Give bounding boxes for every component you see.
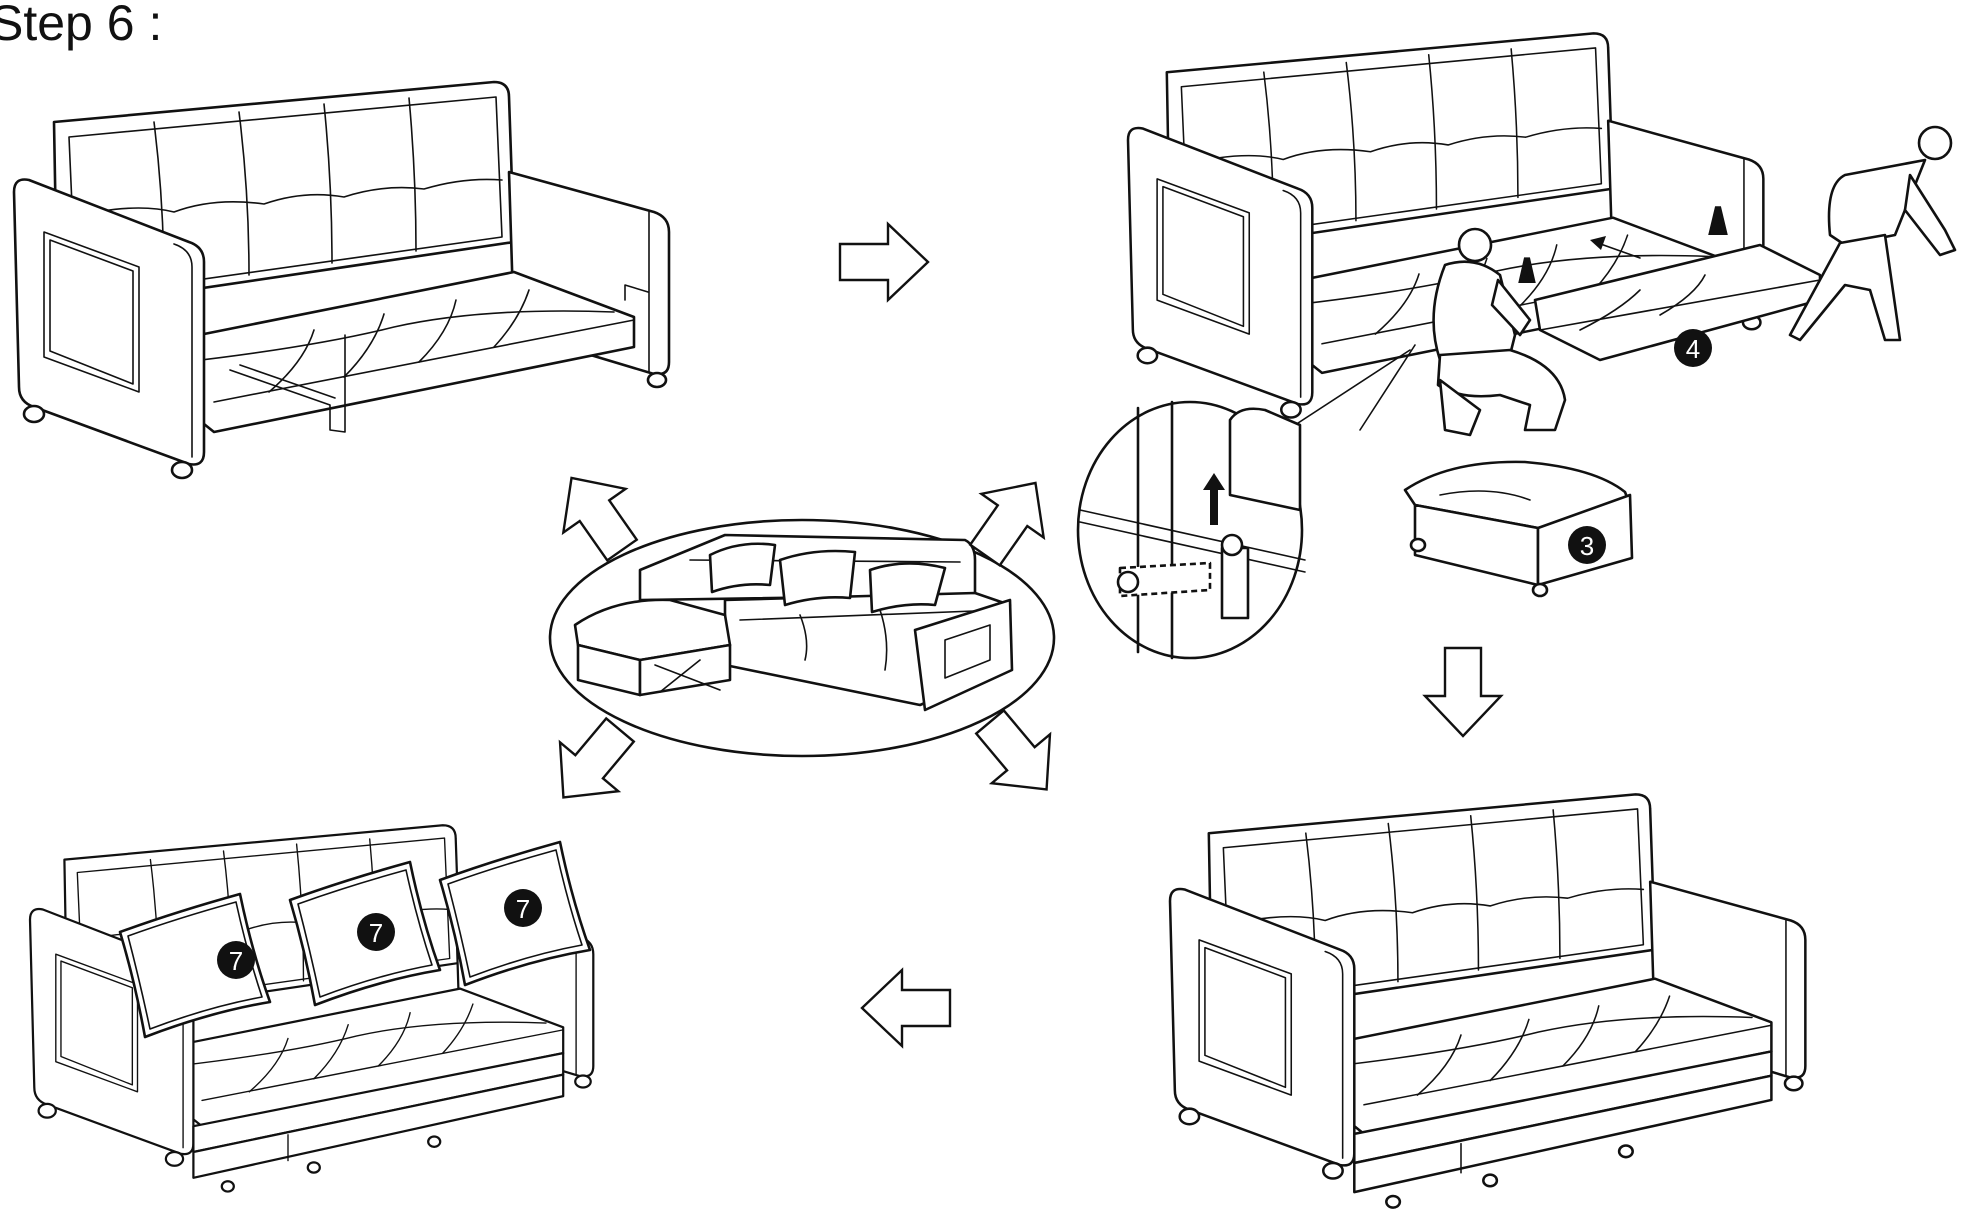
pillow-icon: 7: [288, 860, 442, 1007]
arrow-left-icon: [860, 968, 952, 1048]
sofa-illustration-fitting: 4: [1126, 32, 1957, 437]
svg-text:7: 7: [516, 894, 530, 924]
sofa-illustration-drawers: [1170, 794, 1805, 1207]
step-title: Step 6 :: [0, 0, 163, 51]
sectional-configuration-callout: [548, 518, 1056, 758]
pillow-icon: 7: [438, 840, 592, 987]
arrow-down-icon: [1423, 646, 1503, 738]
storage-ottoman-icon: 3: [1403, 460, 1634, 598]
svg-text:7: 7: [229, 946, 243, 976]
sofa-illustration-initial: [12, 80, 671, 480]
svg-text:4: 4: [1686, 334, 1700, 364]
svg-text:3: 3: [1580, 531, 1594, 561]
pillow-icon: 7: [118, 892, 272, 1039]
arrow-right-icon: [838, 222, 930, 302]
svg-text:7: 7: [369, 918, 383, 948]
part-badge-4: 4: [1674, 329, 1712, 367]
person-icon: [1788, 125, 1957, 342]
sofa-illustration-finished: 7 7 7: [30, 825, 593, 1191]
magnifier-callout-icon: [1076, 344, 1416, 660]
